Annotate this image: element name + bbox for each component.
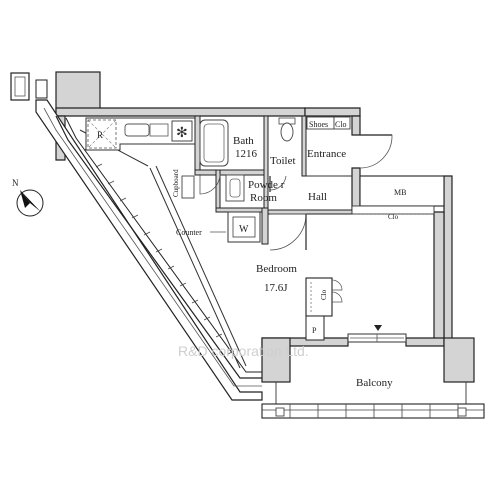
sink-icon <box>124 123 150 137</box>
bath-door-swing <box>199 173 221 195</box>
clo-door-swing-1 <box>331 279 343 291</box>
compass: N <box>12 178 44 217</box>
pipe-space-label: P <box>312 326 317 335</box>
window-sash-a <box>149 167 241 369</box>
stove-icon <box>171 120 193 142</box>
shoes-label: Shoes <box>309 120 328 129</box>
facade-ticks <box>83 146 235 355</box>
fridge-diag-2 <box>87 119 117 149</box>
washer-icon <box>232 216 256 238</box>
fridge-diag-1 <box>87 119 117 149</box>
column-top-left <box>55 71 101 113</box>
facade-line-2 <box>65 117 262 373</box>
counter-label: Counter <box>176 228 202 237</box>
fridge-label: R <box>97 130 103 140</box>
wall-top <box>55 107 306 117</box>
wall-powder-left <box>215 169 221 211</box>
mb-box <box>359 175 445 207</box>
bath-size: 1216 <box>235 148 258 160</box>
clo-door-swing-2 <box>331 291 343 303</box>
mb-label: MB <box>394 188 406 197</box>
wall-bath-bottom <box>194 169 266 176</box>
hall-clo-label: Clo <box>388 213 399 221</box>
balcony: Balcony <box>261 377 485 419</box>
bedroom-clo-box <box>305 277 333 317</box>
balcony-drain-right <box>457 407 467 417</box>
facade-outer <box>35 99 263 401</box>
wall-top-right <box>304 107 361 117</box>
bedroom-clo-label: Clo <box>320 289 328 300</box>
facade-line-1 <box>55 115 262 379</box>
north-arrow-tail <box>20 190 30 208</box>
bathroom-block: Bath 1216 Toilet Powde r Room Cupboard W… <box>172 115 307 245</box>
powder-room-line2: Room <box>250 192 277 204</box>
sink-basin <box>149 123 169 137</box>
north-arrow-icon <box>20 190 41 212</box>
pipe-space-box <box>305 315 325 341</box>
wall-bottom-right <box>405 337 445 347</box>
bath-label: Bath <box>233 135 254 147</box>
column-balcony-right <box>443 337 475 383</box>
entrance-label: Entrance <box>307 148 346 160</box>
shaft-small <box>35 79 48 99</box>
wall-mb-right <box>443 175 453 346</box>
bedroom-label: Bedroom <box>256 263 297 275</box>
wall-washer-right <box>261 207 269 245</box>
wall-hall-bottom <box>267 209 353 215</box>
front-door-swing <box>359 134 393 169</box>
shaft-far-left-inner <box>14 76 26 97</box>
kitchen: R ✻ <box>85 117 197 151</box>
hall-label: Hall <box>308 191 327 203</box>
hall: Hall <box>267 191 353 251</box>
window-sash-b <box>155 165 247 367</box>
compass-circle <box>16 189 44 217</box>
bathtub-inner <box>203 123 225 163</box>
stove-burner-icon: ✻ <box>176 125 188 141</box>
wall-right-bedroom <box>433 211 445 346</box>
washbasin-icon <box>229 178 241 198</box>
cupboard-label: Cupboard <box>172 169 180 197</box>
column-balcony-left <box>261 337 291 383</box>
toilet-bowl-icon <box>280 122 294 142</box>
balcony-railing-posts <box>289 404 459 418</box>
powder-room-line1: Powde r <box>248 179 285 191</box>
compass-label: N <box>12 178 19 188</box>
bedroom-door-swing <box>269 213 307 251</box>
wall-bath-left <box>194 115 201 175</box>
wall-right-entrance <box>351 115 361 136</box>
wall-right-entrance-lower <box>351 167 361 213</box>
cupboard-box <box>181 175 195 199</box>
mb-area: MB Clo <box>351 175 445 221</box>
entrance: Shoes Clo Entrance <box>306 116 393 177</box>
entrance-clo-label: Clo <box>335 120 347 129</box>
balcony-drain-left <box>275 407 285 417</box>
washer-label: W <box>239 224 249 235</box>
bathtub-icon <box>199 119 229 167</box>
bedroom: Bedroom 17.6J Clo P <box>256 263 407 343</box>
bedroom-size: 17.6J <box>264 282 288 294</box>
entry-marker-icon <box>374 325 382 331</box>
wall-toilet-right <box>301 115 307 177</box>
entrance-clo-box <box>333 116 351 130</box>
exterior-shafts <box>10 71 101 113</box>
facade-line-3 <box>43 107 262 387</box>
wall-washer-bottom <box>215 207 269 213</box>
watermark: R&D corporation Ltd. <box>178 343 309 359</box>
shaft-far-left <box>10 72 30 101</box>
balcony-label: Balcony <box>356 377 393 389</box>
balcony-railing <box>261 403 485 419</box>
toilet-label: Toilet <box>270 155 296 167</box>
